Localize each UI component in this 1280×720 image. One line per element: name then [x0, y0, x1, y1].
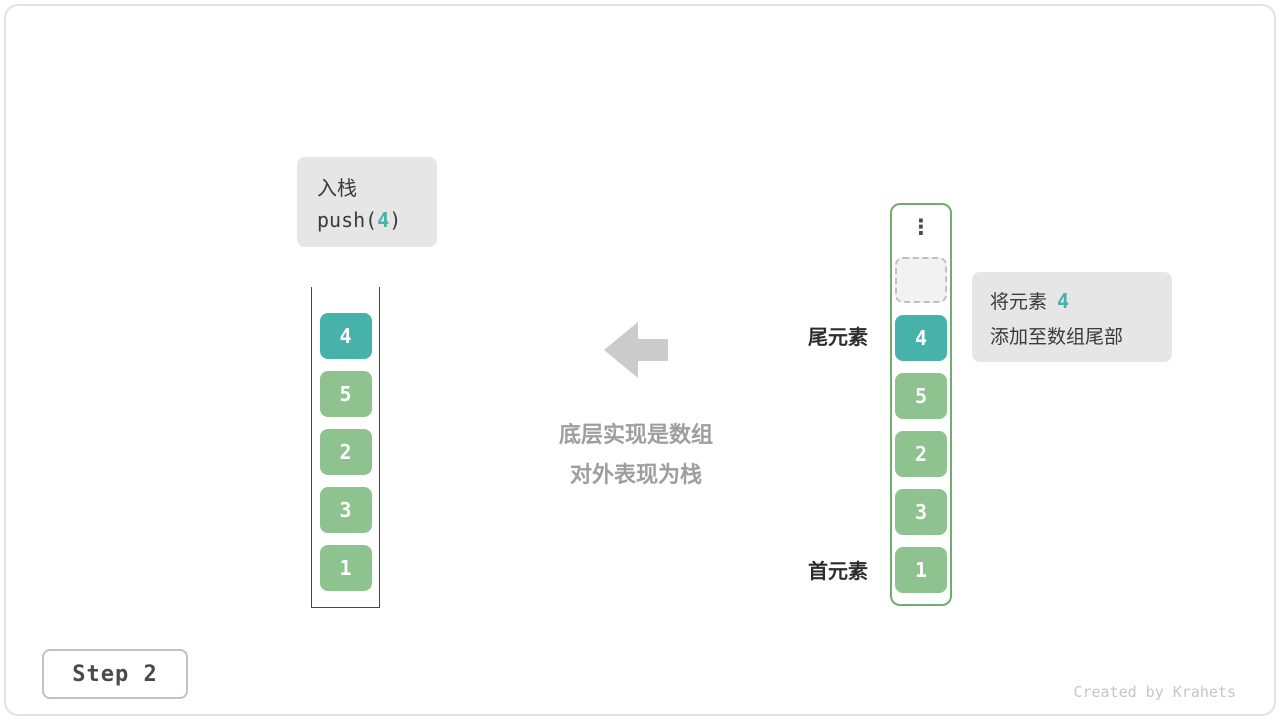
annotation-line1-text: 将元素: [990, 291, 1048, 313]
annotation-line2: 添加至数组尾部: [990, 326, 1124, 348]
annotation-line1: 将元素 4: [990, 287, 1172, 314]
credit-text: Created by Krahets: [1073, 683, 1236, 701]
stack-cell: 2: [319, 429, 372, 475]
stack-view: 4 5 2 3 1: [311, 287, 380, 608]
push-operation-title: 入栈: [317, 176, 357, 200]
push-operation-box: 入栈 push(4): [297, 157, 437, 247]
code-value: 4: [377, 208, 390, 232]
annotation-line1-value: 4: [1057, 289, 1070, 313]
tail-element-label: 尾元素: [808, 325, 868, 349]
push-operation-code: push(4): [317, 208, 437, 232]
center-caption-line2: 对外表现为栈: [569, 463, 702, 488]
empty-slot-cell: [895, 257, 947, 303]
array-cell: 2: [895, 431, 947, 477]
center-caption-line1: 底层实现是数组: [558, 423, 713, 448]
array-cell: 3: [895, 489, 947, 535]
stack-cell: 1: [319, 545, 372, 591]
stack-cell: 3: [319, 487, 372, 533]
vertical-ellipsis-icon: ⋮: [910, 215, 932, 239]
annotation-box: 将元素 4 添加至数组尾部: [972, 272, 1172, 362]
diagram-card: 入栈 push(4) 4 5 2 3 1 底层实现是数组 对外表现为栈 尾元素 …: [4, 4, 1276, 716]
center-caption: 底层实现是数组 对外表现为栈: [496, 416, 776, 496]
code-suffix: ): [389, 208, 402, 232]
left-arrow-icon: [604, 322, 668, 378]
array-cell: 5: [895, 373, 947, 419]
array-view: ⋮ 4 5 2 3 1: [890, 203, 952, 606]
array-cell: 1: [895, 547, 947, 593]
head-element-label: 首元素: [808, 559, 868, 583]
stack-cell: 5: [319, 371, 372, 417]
array-cell: 4: [895, 315, 947, 361]
code-prefix: push(: [317, 208, 378, 232]
step-badge: Step 2: [42, 649, 188, 699]
stack-cell: 4: [319, 313, 372, 359]
